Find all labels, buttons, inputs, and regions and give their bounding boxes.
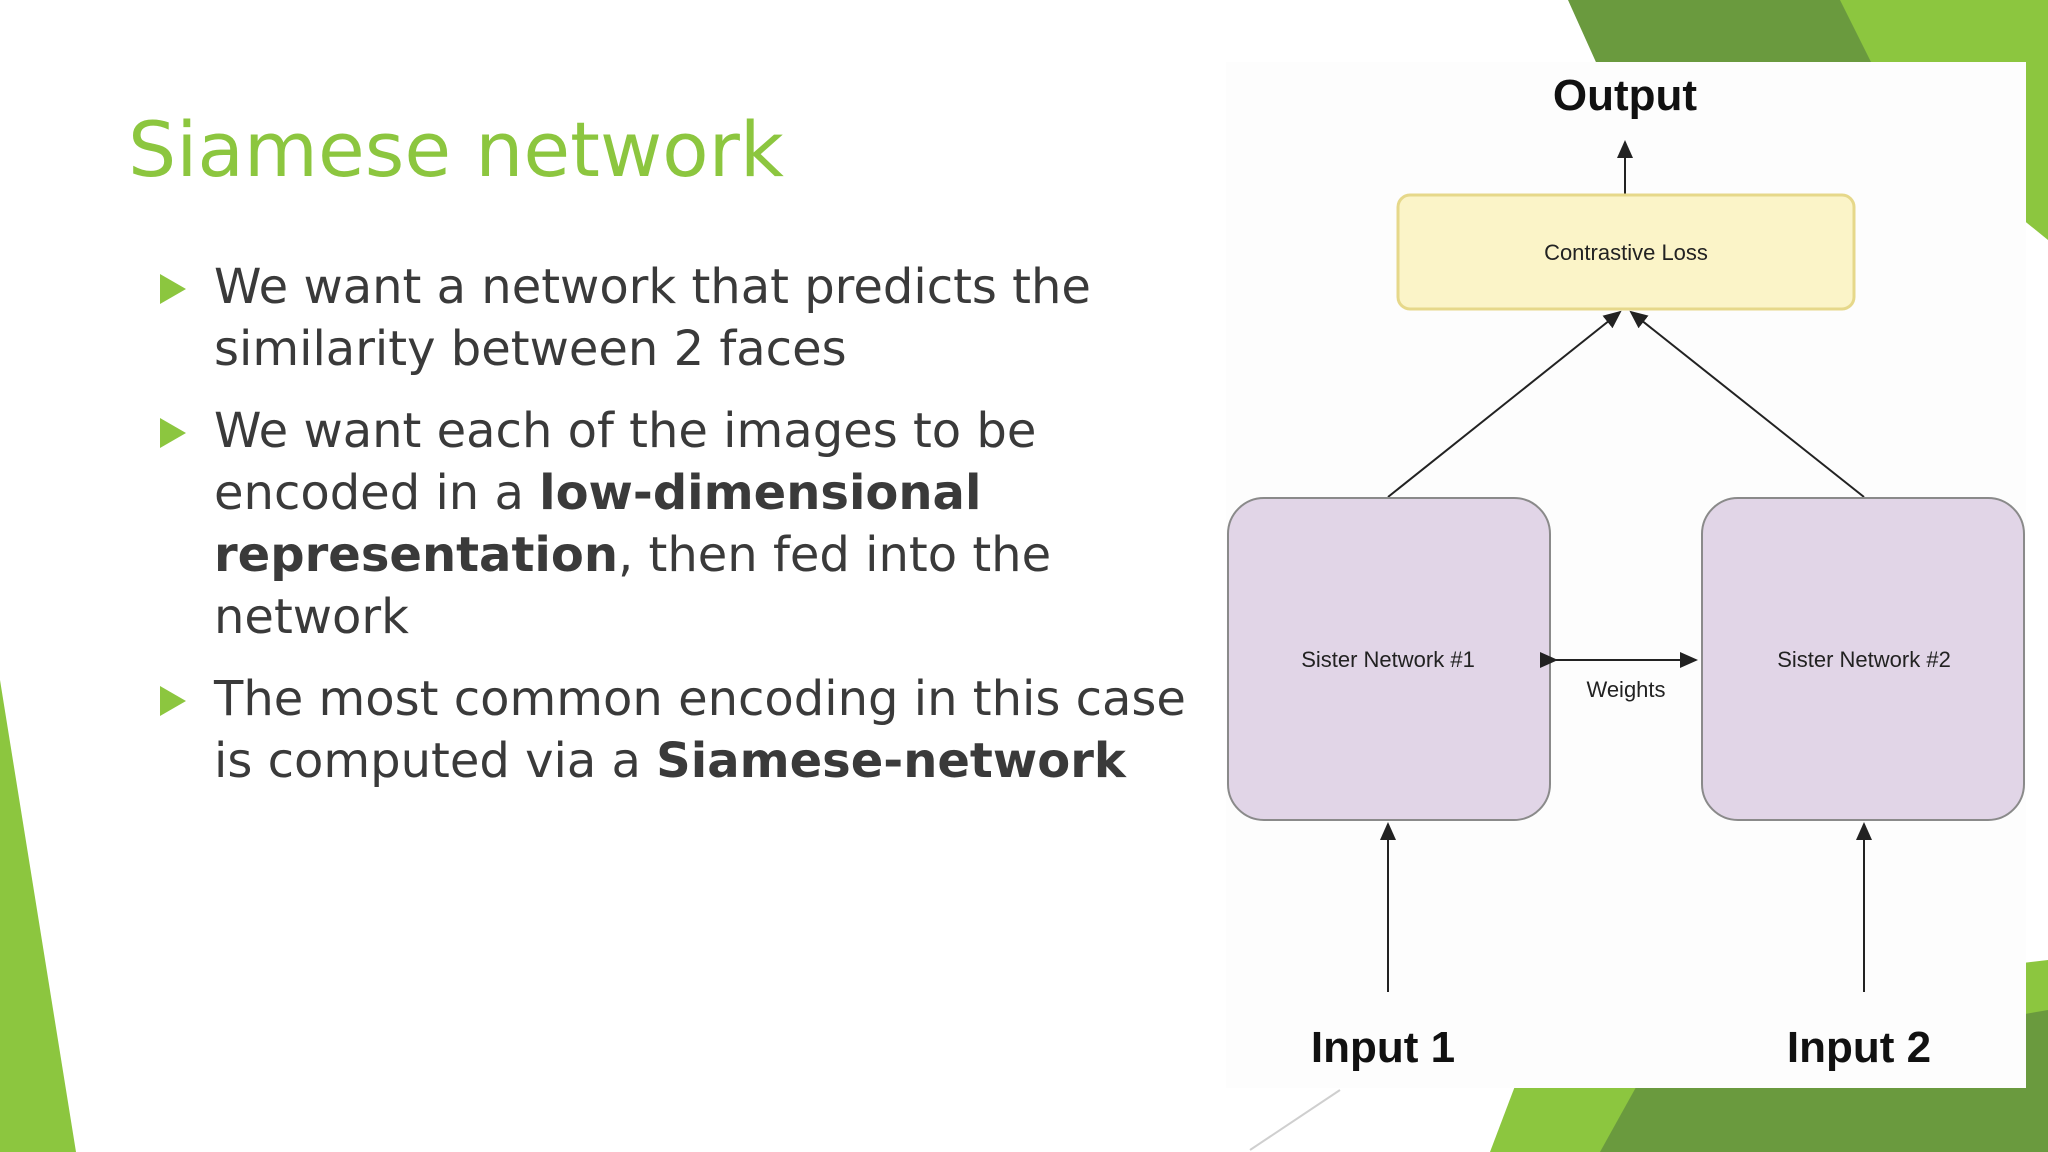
bullet-text: , then fed into the network <box>214 527 1052 645</box>
bullet-list: We want a network that predicts the simi… <box>158 256 1218 812</box>
input-2-label: Input 2 <box>1787 1023 1931 1072</box>
triangle-bullet-icon <box>160 274 186 304</box>
triangle-bullet-icon <box>160 686 186 716</box>
sister-network-2-box <box>1701 497 2025 821</box>
bullet-emphasis: low-dimensional representation <box>214 465 982 583</box>
thin-accent-line <box>1249 1089 1341 1151</box>
diagram-canvas: Output Contrastive Loss Sister Network #… <box>1227 71 2025 1072</box>
triangle-bullet-icon <box>160 418 186 448</box>
contrastive-loss-label: Contrastive Loss <box>1544 240 1708 265</box>
bullet-item-3: The most common encoding in this case is… <box>158 668 1218 792</box>
output-label: Output <box>1553 71 1698 120</box>
bullet-text: We want a network that predicts the simi… <box>214 259 1091 377</box>
input-1-label: Input 1 <box>1311 1023 1455 1072</box>
contrastive-loss-box <box>1396 193 1856 311</box>
slide-title: Siamese network <box>128 105 784 194</box>
left-green-stripe <box>0 680 76 1152</box>
weights-label: Weights <box>1586 677 1665 702</box>
bullet-text: We want each of the images to be encoded… <box>214 403 1037 521</box>
bullet-item-1: We want a network that predicts the simi… <box>158 256 1218 380</box>
bullet-item-2: We want each of the images to be encoded… <box>158 400 1218 648</box>
sister-network-2-label: Sister Network #2 <box>1777 647 1951 672</box>
bullet-text: The most common encoding in this case is… <box>214 671 1186 789</box>
sister-network-1-label: Sister Network #1 <box>1301 647 1475 672</box>
siamese-diagram: Output Contrastive Loss Sister Network #… <box>1226 62 2026 1088</box>
arrow-sister1-to-loss <box>1387 310 1622 498</box>
bullet-emphasis: Siamese-network <box>656 733 1126 789</box>
arrow-sister2-to-loss <box>1629 310 1865 498</box>
